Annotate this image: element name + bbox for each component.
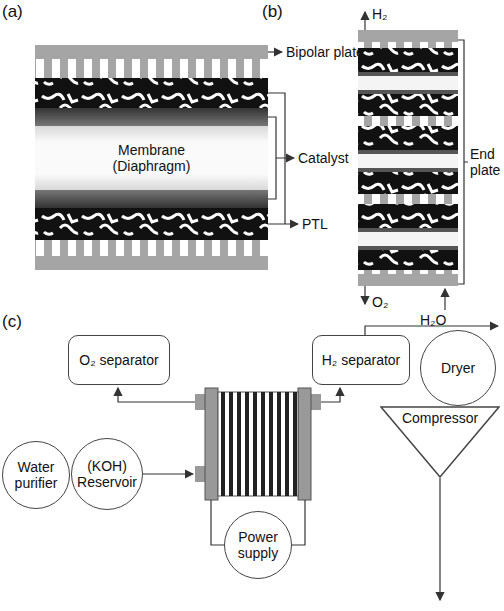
purifier-circle: Water purifier: [2, 441, 70, 509]
node-text: Dryer: [441, 360, 475, 376]
reservoir-circle: (KOH) Reservoir: [71, 438, 143, 510]
compressor-triangle: Compressor: [380, 406, 500, 478]
gas-label: O₂: [372, 294, 388, 310]
part-label: Catalyst: [298, 150, 349, 166]
power-circle: Power supply: [224, 511, 292, 579]
node-text: (KOH) Reservoir: [76, 458, 138, 490]
separator-box: H₂ separator: [312, 335, 410, 385]
panel-label: (c): [2, 312, 22, 332]
dryer-circle: Dryer: [420, 330, 496, 406]
part-label: End plate: [470, 146, 504, 178]
node-text: H₂ separator: [322, 352, 401, 368]
panel-label: (a): [2, 2, 23, 22]
node-text: Compressor: [402, 410, 478, 426]
part-label: Bipolar plate: [286, 44, 364, 60]
node-text: Water purifier: [7, 459, 65, 491]
node-text: O₂ separator: [79, 352, 158, 368]
gas-label: H₂: [372, 6, 388, 22]
node-text: Power supply: [229, 529, 287, 561]
part-label: PTL: [302, 216, 328, 232]
membrane-band: Membrane (Diaphragm): [35, 126, 268, 190]
water-label: H₂O: [420, 312, 446, 328]
panel-label: (b): [262, 2, 283, 22]
separator-box: O₂ separator: [68, 335, 170, 385]
node-text: Membrane (Diaphragm): [95, 142, 208, 174]
